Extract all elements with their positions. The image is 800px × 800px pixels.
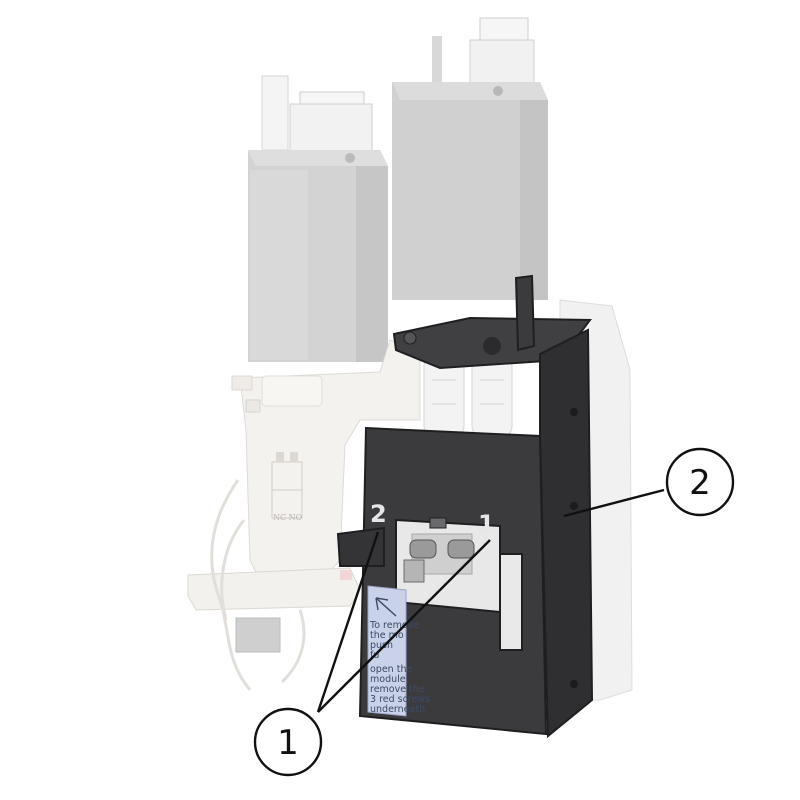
upper-connector-right bbox=[432, 17, 535, 90]
sticker-line-3: push bbox=[370, 640, 393, 651]
nc-no-marking: NC NO bbox=[273, 513, 303, 522]
ghosted-assembly: NC NO bbox=[187, 17, 633, 701]
callout-2: 2 bbox=[665, 447, 735, 517]
solenoid-block-right bbox=[392, 82, 548, 300]
base-tray bbox=[187, 567, 361, 653]
callout-2-label: 2 bbox=[689, 463, 711, 503]
port-number-left: 2 bbox=[370, 500, 387, 528]
callout-1-label: 1 bbox=[277, 723, 299, 763]
sticker-line-1: To remove bbox=[369, 620, 419, 631]
valve-body: NC NO bbox=[231, 339, 421, 586]
hose-lines bbox=[210, 479, 306, 691]
filter-tubes bbox=[423, 353, 513, 439]
solenoid-block-left bbox=[248, 150, 388, 362]
port-number-right: 1 bbox=[478, 510, 495, 538]
callout-1: 1 bbox=[253, 707, 323, 777]
port-fittings bbox=[403, 539, 475, 583]
sticker-line-9: underneath bbox=[370, 704, 425, 715]
sticker-line-8: 3 red screws bbox=[370, 694, 430, 705]
callout-leaders bbox=[316, 488, 665, 713]
upper-connector-left bbox=[261, 75, 373, 153]
sticker-line-7: remove the bbox=[370, 684, 425, 695]
port-accent bbox=[340, 570, 352, 580]
sticker-line-2: the mo bbox=[370, 630, 404, 641]
sticker-line-6: module, bbox=[370, 674, 409, 685]
mounting-bracket: 2 1 To remove the mo push fu open the mo… bbox=[336, 274, 594, 739]
sticker-line-5: open the bbox=[370, 664, 412, 675]
instruction-sticker: To remove the mo push fu open the module… bbox=[367, 585, 430, 717]
